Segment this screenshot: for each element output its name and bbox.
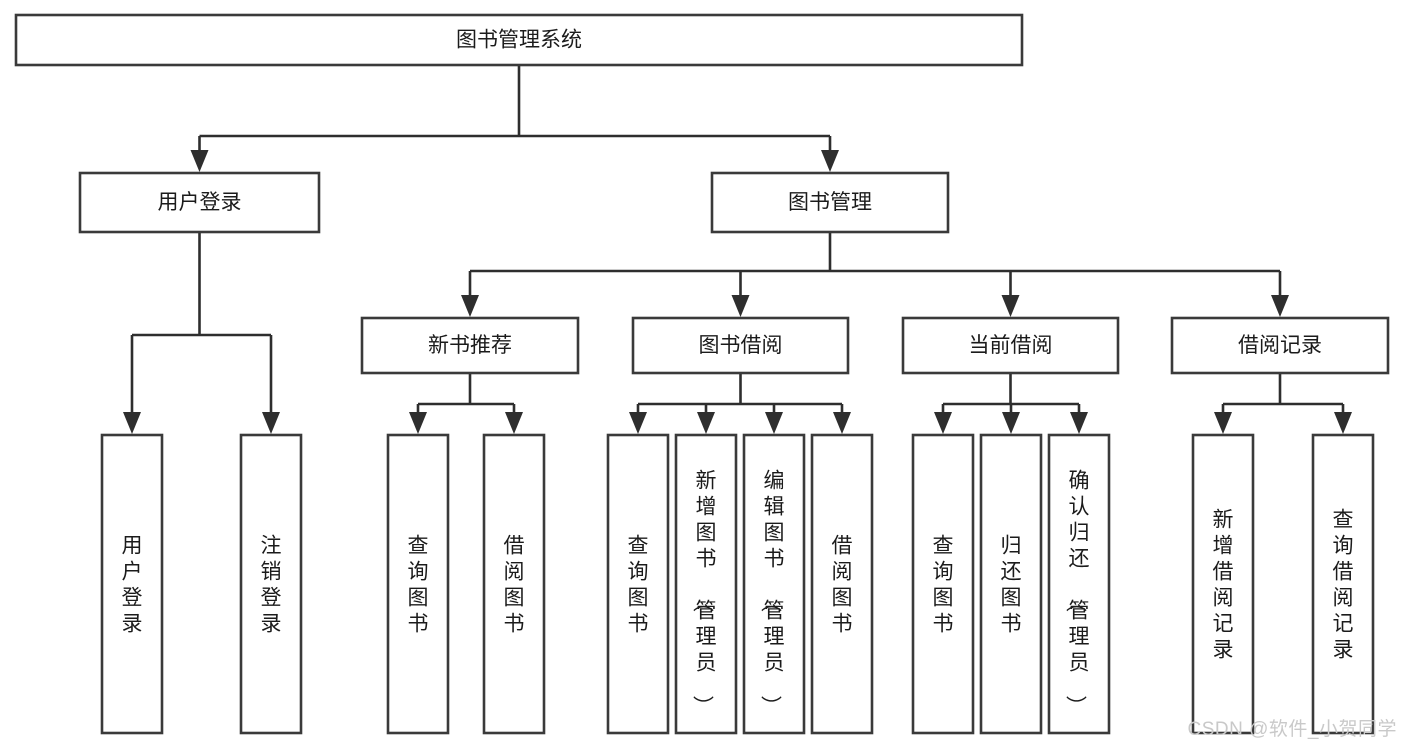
node-user-login[interactable]: 用户登录 (78, 171, 321, 234)
node-label: 查询图书 (933, 534, 954, 635)
arrow-head-icon (629, 412, 647, 434)
node-box[interactable] (674, 433, 738, 735)
node-label: 注销登录 (261, 534, 282, 635)
node-label: 借阅图书 (832, 534, 853, 635)
connector-group-book-manage (461, 232, 1289, 317)
node-box[interactable] (606, 433, 670, 735)
node-leaf-rec-borrow-book[interactable]: 借阅图书 (482, 433, 546, 735)
arrow-head-icon (123, 412, 141, 434)
node-leaf-user-logout[interactable]: 注销登录 (239, 433, 303, 735)
node-leaf-rec-add-record[interactable]: 新增借阅记录 (1191, 433, 1255, 735)
arrow-head-icon (1070, 412, 1088, 434)
node-leaf-user-login[interactable]: 用户登录 (100, 433, 164, 735)
node-box[interactable] (14, 13, 1024, 67)
node-label: 查询借阅记录 (1333, 508, 1354, 661)
node-box[interactable] (1191, 433, 1255, 735)
node-label: 用户登录 (122, 534, 143, 635)
node-book-borrow[interactable]: 图书借阅 (631, 316, 850, 375)
node-layer: 图书管理系统用户登录图书管理新书推荐图书借阅当前借阅借阅记录用户登录注销登录查询… (14, 13, 1390, 735)
arrow-head-icon (1271, 295, 1289, 317)
node-box[interactable] (901, 316, 1120, 375)
node-box[interactable] (78, 171, 321, 234)
arrow-head-icon (409, 412, 427, 434)
arrow-head-icon (262, 412, 280, 434)
arrow-head-icon (934, 412, 952, 434)
node-leaf-cur-return-book[interactable]: 归还图书 (979, 433, 1043, 735)
arrow-head-icon (821, 150, 839, 172)
arrow-head-icon (505, 412, 523, 434)
node-box[interactable] (386, 433, 450, 735)
arrow-head-icon (731, 295, 750, 317)
node-box[interactable] (100, 433, 164, 735)
node-label: 编辑图书（管理员） (759, 469, 785, 716)
arrow-head-icon (697, 412, 715, 434)
node-box[interactable] (742, 433, 806, 735)
node-box[interactable] (1170, 316, 1390, 375)
node-box[interactable] (631, 316, 850, 375)
arrow-head-icon (1001, 295, 1020, 317)
node-leaf-rec-query-record[interactable]: 查询借阅记录 (1311, 433, 1375, 735)
node-label: 用户登录 (158, 191, 242, 214)
arrow-head-icon (1214, 412, 1232, 434)
node-leaf-rec-query-book[interactable]: 查询图书 (386, 433, 450, 735)
node-label: 查询图书 (628, 534, 649, 635)
node-leaf-borrow-add-book[interactable]: 新增图书（管理员） (674, 433, 738, 735)
csdn-watermark: CSDN @软件_小贺同学 (1187, 719, 1397, 740)
arrow-head-icon (833, 412, 851, 434)
node-root[interactable]: 图书管理系统 (14, 13, 1024, 67)
arrow-head-icon (461, 295, 479, 317)
node-label: 新增图书（管理员） (691, 469, 717, 716)
node-leaf-cur-confirm-return[interactable]: 确认归还（管理员） (1047, 433, 1111, 735)
node-box[interactable] (911, 433, 975, 735)
connector-group-borrow-record (1214, 373, 1352, 434)
node-box[interactable] (979, 433, 1043, 735)
node-new-book-rec[interactable]: 新书推荐 (360, 316, 580, 375)
connector-layer (123, 65, 1352, 434)
node-box[interactable] (360, 316, 580, 375)
node-label: 借阅记录 (1238, 334, 1322, 357)
node-book-manage[interactable]: 图书管理 (710, 171, 950, 234)
connector-group-current-borrow (934, 373, 1088, 434)
node-label: 图书管理系统 (456, 29, 582, 52)
node-leaf-cur-query-book[interactable]: 查询图书 (911, 433, 975, 735)
node-borrow-record[interactable]: 借阅记录 (1170, 316, 1390, 375)
node-box[interactable] (1311, 433, 1375, 735)
node-box[interactable] (1047, 433, 1111, 735)
node-label: 新增借阅记录 (1213, 508, 1234, 661)
arrow-head-icon (190, 150, 209, 172)
node-label: 归还图书 (1001, 534, 1022, 635)
node-label: 当前借阅 (969, 334, 1053, 357)
node-box[interactable] (482, 433, 546, 735)
node-box[interactable] (710, 171, 950, 234)
node-label: 图书管理 (788, 191, 872, 214)
arrow-head-icon (765, 412, 783, 434)
node-label: 图书借阅 (699, 334, 783, 357)
node-label: 借阅图书 (504, 534, 525, 635)
node-leaf-borrow-query-book[interactable]: 查询图书 (606, 433, 670, 735)
node-label: 新书推荐 (428, 334, 512, 357)
connector-group-new-book-rec (409, 373, 523, 434)
node-current-borrow[interactable]: 当前借阅 (901, 316, 1120, 375)
node-leaf-borrow-edit-book[interactable]: 编辑图书（管理员） (742, 433, 806, 735)
arrow-head-icon (1334, 412, 1352, 434)
connector-group-book-borrow (629, 373, 851, 434)
node-leaf-borrow-borrow-book[interactable]: 借阅图书 (810, 433, 874, 735)
arrow-head-icon (1002, 412, 1020, 434)
node-label: 查询图书 (408, 534, 429, 635)
connector-group-user-login (123, 232, 280, 434)
connector-group-root (190, 65, 839, 172)
node-box[interactable] (810, 433, 874, 735)
node-box[interactable] (239, 433, 303, 735)
node-label: 确认归还（管理员） (1064, 469, 1090, 716)
